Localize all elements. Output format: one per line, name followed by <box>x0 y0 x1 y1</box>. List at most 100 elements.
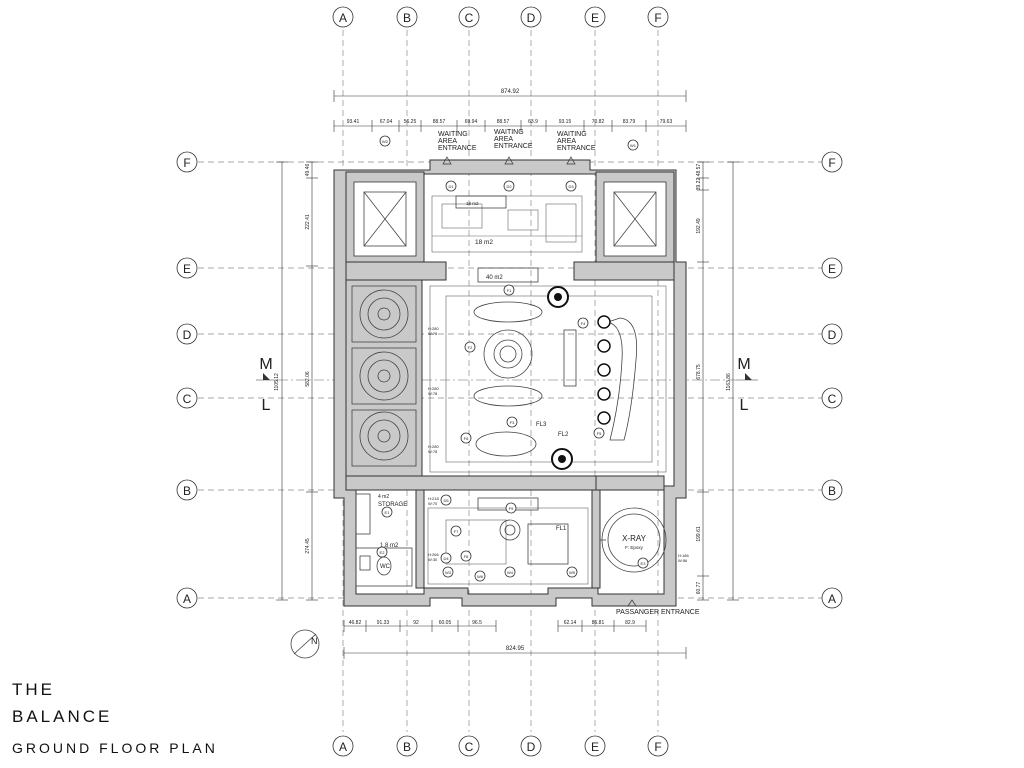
tag: D4 <box>443 556 449 561</box>
dim-bottom-seg: 92 <box>413 620 419 626</box>
grid-col-label: A <box>339 11 347 25</box>
xray-room <box>600 507 667 573</box>
grid-col-label: B <box>403 11 411 25</box>
storage-label: STORAGE <box>378 502 407 508</box>
dim-left-seg: 582.06 <box>305 371 311 387</box>
tag: W5 <box>569 570 576 575</box>
dim-top-seg: 69.94 <box>465 119 478 125</box>
dim-bottom-seg: 60.05 <box>439 620 452 626</box>
grid-bubbles-right: F E D C B A <box>821 151 843 609</box>
grid-col-label: F <box>654 11 661 25</box>
elevator-left <box>363 191 407 247</box>
section-mark-lower: L <box>262 397 271 414</box>
tag: F2 <box>468 345 473 350</box>
wh: H:280 <box>428 444 439 449</box>
tag: E1 <box>385 510 391 515</box>
tag: D3 <box>568 184 574 189</box>
right-dimensions: 48.57 39.22 192.49 678.75 199.61 60.77 1… <box>696 161 739 601</box>
dim-right-seg: 60.77 <box>696 582 702 595</box>
grid-col-label: A <box>339 740 347 754</box>
wh: W:78 <box>428 391 438 396</box>
dim-left-seg: 49.46 <box>305 164 311 177</box>
tag: F5 <box>597 431 602 436</box>
top-dimensions: 874.92 93.41 67.04 56.25 88.57 69.94 88.… <box>333 89 687 132</box>
tag: W3 <box>445 570 452 575</box>
lobby-pattern <box>431 195 583 253</box>
wh: W:78 <box>428 449 438 454</box>
xray-label: X-RAY <box>622 534 647 543</box>
main-hall-pattern <box>429 267 667 473</box>
section-mark-lower: L <box>740 397 749 414</box>
north-arrow-icon: N <box>290 629 320 659</box>
dim-top-seg: 67.04 <box>380 119 393 125</box>
grid-row-label: A <box>828 592 836 606</box>
tag: W4 <box>507 570 514 575</box>
grid-row-label: F <box>828 156 835 170</box>
dim-right-seg: 678.75 <box>696 364 702 380</box>
tag: D2 <box>506 184 512 189</box>
grid-col-label: D <box>527 740 536 754</box>
wh: W:30 <box>428 557 438 562</box>
title-line-3: GROUND FLOOR PLAN <box>12 740 218 756</box>
grid-row-label: C <box>183 392 192 406</box>
storage-num: 4 m2 <box>378 494 389 500</box>
dim-bottom-seg: 46.82 <box>349 620 362 626</box>
tag: W2 <box>382 139 389 144</box>
dim-top-seg: 88.57 <box>433 119 446 125</box>
fl1-label: FL1 <box>556 526 567 532</box>
dim-right-total: 1163.86 <box>726 373 732 391</box>
wh: H:280 <box>428 386 439 391</box>
dim-top-seg: 70.82 <box>592 119 605 125</box>
dim-bottom-total: 824.95 <box>506 646 525 652</box>
wh: H:266 <box>428 552 439 557</box>
dim-bottom-seg: 86.81 <box>592 620 605 626</box>
bottom-dimensions: 46.82 91.33 92 60.05 96.5 62.14 86.81 82… <box>343 620 687 659</box>
svg-text:N: N <box>311 636 318 646</box>
drawing-title-block: THE BALANCE GROUND FLOOR PLAN <box>12 676 218 756</box>
grid-col-label: F <box>654 740 661 754</box>
window-height-tags: H:280 W:78 H:280 W:78 H:280 W:78 H:218 W… <box>428 326 689 563</box>
grid-row-label: D <box>183 328 192 342</box>
dim-top-seg: 63.9 <box>528 119 538 125</box>
grid-bubbles-bottom: A B C D E F <box>332 735 669 757</box>
tag: F9 <box>509 506 514 511</box>
fl3-label: FL3 <box>536 422 547 428</box>
dim-top-seg: 93.15 <box>559 119 572 125</box>
wh: W:56 <box>678 558 688 563</box>
title-line-1: THE <box>12 680 55 699</box>
tag: F8 <box>464 554 469 559</box>
section-marker-right: M L <box>736 356 758 414</box>
dim-top-seg: 56.25 <box>404 119 417 125</box>
tag-bubbles: W2 W1 D1 D2 D3 F1 F2 F3 F4 F5 F6 F7 F8 F… <box>376 135 649 582</box>
passenger-entrance: PASSANGER ENTRANCE <box>616 609 700 616</box>
dim-right-seg: 39.22 <box>696 178 702 191</box>
grid-row-label: E <box>183 262 191 276</box>
grid-col-label: B <box>403 740 411 754</box>
tag: E2 <box>380 550 386 555</box>
grid-col-label: C <box>465 740 474 754</box>
grid-row-label: F <box>183 156 190 170</box>
xray-sub: F: Epoxy <box>625 545 644 550</box>
grid-col-label: D <box>527 11 536 25</box>
section-mark-upper: M <box>737 356 750 373</box>
wh: W:78 <box>428 331 438 336</box>
tag: F7 <box>454 529 459 534</box>
tag: W1 <box>630 143 637 148</box>
grid-col-label: C <box>465 11 474 25</box>
tag: F6 <box>464 436 469 441</box>
dim-left-seg: 222.41 <box>305 214 311 230</box>
round-seating-left <box>351 285 417 467</box>
plant-icons <box>547 286 611 470</box>
dim-top-seg: 93.41 <box>347 119 360 125</box>
wh: H:218 <box>428 496 439 501</box>
grid-bubbles-top: A B C D E F <box>332 6 669 28</box>
dim-right-seg: 192.49 <box>696 218 702 234</box>
grid-row-label: B <box>183 484 191 498</box>
grid-col-label: E <box>591 11 599 25</box>
area-box-top: 18 m2 <box>466 201 479 206</box>
tag: D5 <box>443 498 449 503</box>
